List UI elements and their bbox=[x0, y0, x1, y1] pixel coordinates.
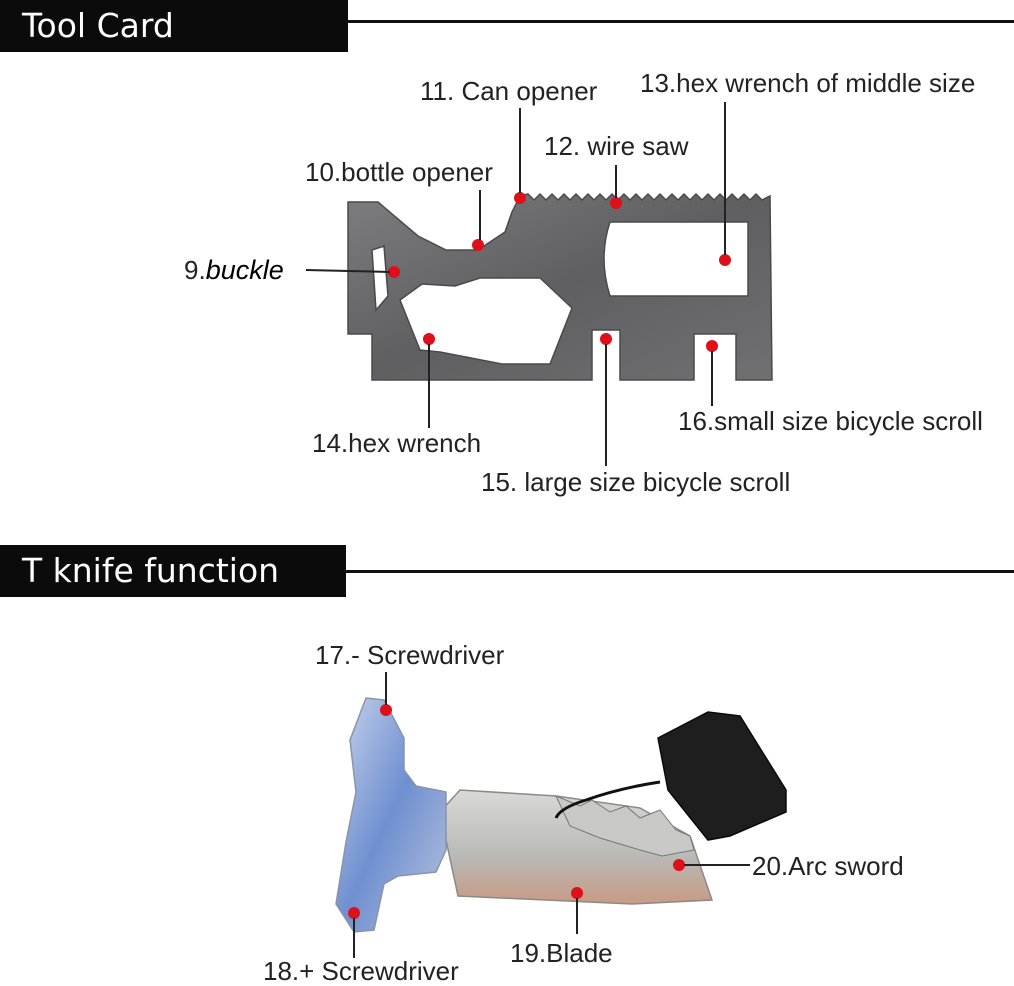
section-header-t-knife: T knife function bbox=[0, 545, 346, 597]
label-hex-middle: 13.hex wrench of middle size bbox=[640, 68, 976, 98]
t-knife bbox=[335, 672, 787, 958]
label-plus-screwdriver: 18.+ Screwdriver bbox=[263, 956, 459, 986]
label-can-opener: 11. Can opener bbox=[420, 76, 598, 106]
marker-dot bbox=[514, 192, 526, 204]
marker-dot bbox=[423, 333, 435, 345]
label-small-scroll: 16.small size bicycle scroll bbox=[678, 406, 983, 436]
marker-dot bbox=[348, 907, 360, 919]
marker-dot bbox=[380, 704, 392, 716]
label-buckle-text: buckle bbox=[205, 255, 284, 285]
marker-dot bbox=[600, 333, 612, 345]
tool-card bbox=[305, 102, 773, 466]
label-arc-sword: 20.Arc sword bbox=[752, 851, 904, 881]
section-title: T knife function bbox=[22, 551, 280, 590]
marker-dot bbox=[719, 254, 731, 266]
label-minus-screwdriver: 17.- Screwdriver bbox=[315, 640, 505, 670]
label-blade: 19.Blade bbox=[510, 938, 613, 968]
section-header-tool-card: Tool Card Features bbox=[0, 0, 348, 97]
label-buckle: 9.buckle bbox=[184, 255, 284, 285]
header-rule bbox=[346, 570, 1014, 573]
label-wire-saw: 12. wire saw bbox=[544, 131, 689, 161]
marker-dot bbox=[610, 197, 622, 209]
label-hex-wrench: 14.hex wrench bbox=[312, 428, 482, 458]
marker-dot bbox=[472, 239, 484, 251]
section-title: Tool Card Features bbox=[22, 6, 174, 97]
label-bottle-opener: 10.bottle opener bbox=[305, 157, 493, 187]
marker-dot bbox=[388, 266, 400, 278]
marker-dot bbox=[571, 887, 583, 899]
label-buckle-number: 9. bbox=[184, 255, 206, 285]
marker-dot bbox=[706, 340, 718, 352]
header-rule bbox=[348, 20, 1014, 23]
marker-dot bbox=[673, 859, 685, 871]
label-large-scroll: 15. large size bicycle scroll bbox=[481, 467, 791, 497]
